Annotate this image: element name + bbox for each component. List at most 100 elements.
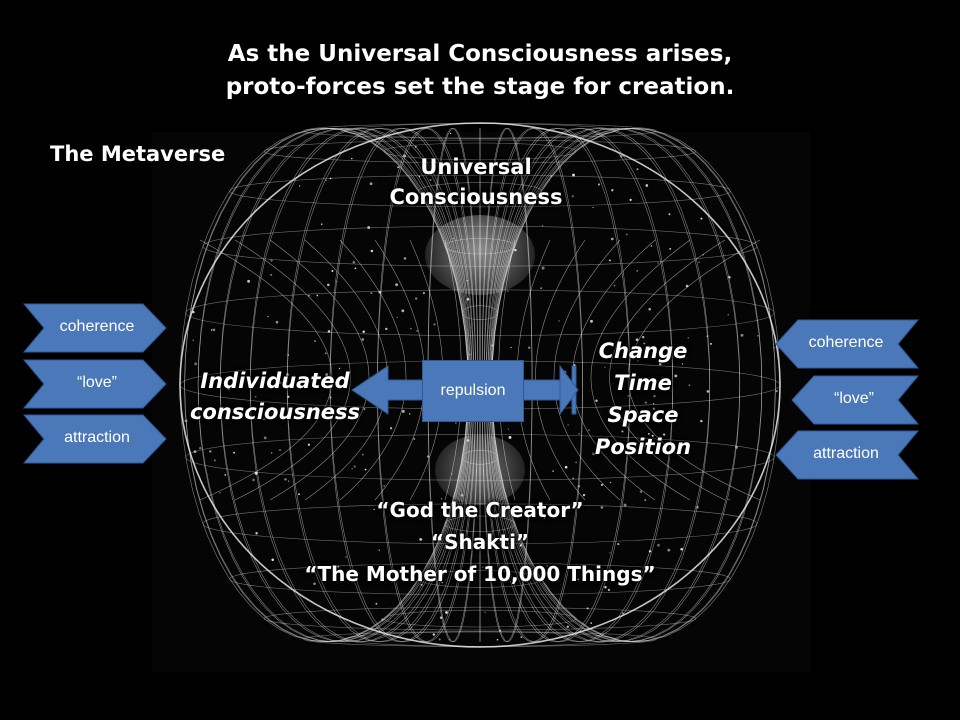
mesh-node [287,354,290,356]
mesh-node [373,508,375,511]
torus-parallel [229,562,731,596]
mesh-node [252,478,255,482]
mesh-node [662,433,666,436]
funnel-line [553,239,621,501]
creator-line-1: “God the Creator” [376,498,584,522]
mesh-node [329,396,332,399]
torus-parallel [417,570,542,588]
mesh-node [271,452,273,454]
mesh-node [409,413,411,415]
mesh-node [420,583,423,586]
mesh-node [493,513,496,516]
mesh-node [636,269,639,272]
mesh-node [543,517,546,519]
mesh-node [572,173,575,177]
mesh-node [465,510,469,514]
right-arrow-coherence [775,319,920,369]
mesh-node [700,217,703,220]
mesh-node [606,437,609,440]
mesh-node [209,450,212,453]
torus-parallel [383,142,577,161]
torus-parallel [444,515,516,532]
mesh-node [327,283,330,287]
mesh-node [728,498,730,501]
mesh-node [558,320,560,322]
mesh-node [263,436,267,440]
mesh-node [329,177,332,180]
right-arrow-label-attraction: attraction [813,445,879,462]
mesh-node [401,309,405,313]
mesh-node [426,455,430,458]
mesh-node [621,612,624,615]
mesh-node [648,550,652,553]
mesh-node [413,437,416,440]
mesh-node [647,432,650,435]
right-label-time: Time [614,371,672,395]
mesh-node [709,342,713,345]
torus-parallel [417,182,542,200]
mesh-node [698,261,700,263]
mesh-node [680,547,684,551]
mesh-node [466,298,470,301]
mesh-node [396,316,398,319]
mesh-node [192,339,194,341]
mesh-node [275,320,279,324]
mesh-node [507,428,510,430]
universal-consciousness-label: Universal Consciousness [340,152,612,212]
mesh-node [775,389,778,393]
mesh-node [577,578,580,581]
mesh-node [650,245,653,247]
mesh-node [657,262,659,264]
mesh-node [757,334,759,337]
right-arrow-love [791,375,920,425]
mesh-node [184,419,188,423]
mesh-node [314,340,316,342]
mesh-node [625,233,628,236]
mesh-node [367,226,371,229]
mesh-node [552,470,554,472]
mesh-node [396,636,398,638]
mesh-node [278,381,282,384]
mesh-node [378,549,380,551]
mesh-node [546,565,549,567]
mesh-node [567,424,569,426]
mesh-node [255,396,257,398]
mesh-node [674,374,678,378]
mesh-node [668,213,671,216]
mesh-node [696,505,699,509]
mesh-node [381,618,384,621]
mesh-node [255,531,258,535]
funnel-line [590,239,691,501]
mesh-node [324,352,327,355]
mesh-node [448,639,450,641]
mesh-node [338,367,341,370]
mesh-node [449,132,452,135]
mesh-node [340,416,342,418]
mesh-node [320,223,323,225]
mesh-node [438,638,441,641]
mesh-node [353,465,356,468]
mesh-node [604,585,607,589]
mesh-node [217,376,220,379]
title-line-1: As the Universal Consciousness arises, [227,41,733,67]
mesh-node [528,346,531,349]
mesh-node [652,402,655,405]
mesh-node [641,335,645,339]
mesh-node [608,259,611,262]
mesh-node [336,280,338,282]
mesh-node [283,417,286,420]
torus-parallel [263,139,697,164]
mesh-node [238,414,241,418]
mesh-node [773,346,776,349]
mesh-node [331,412,335,416]
mesh-node [370,249,374,253]
mesh-node [491,344,494,347]
mesh-node [383,485,385,487]
mesh-node [600,506,604,509]
mesh-node [506,171,509,175]
mesh-node [445,611,448,614]
mesh-node [288,407,290,409]
torus-parallel [229,174,731,208]
mesh-node [617,543,620,546]
